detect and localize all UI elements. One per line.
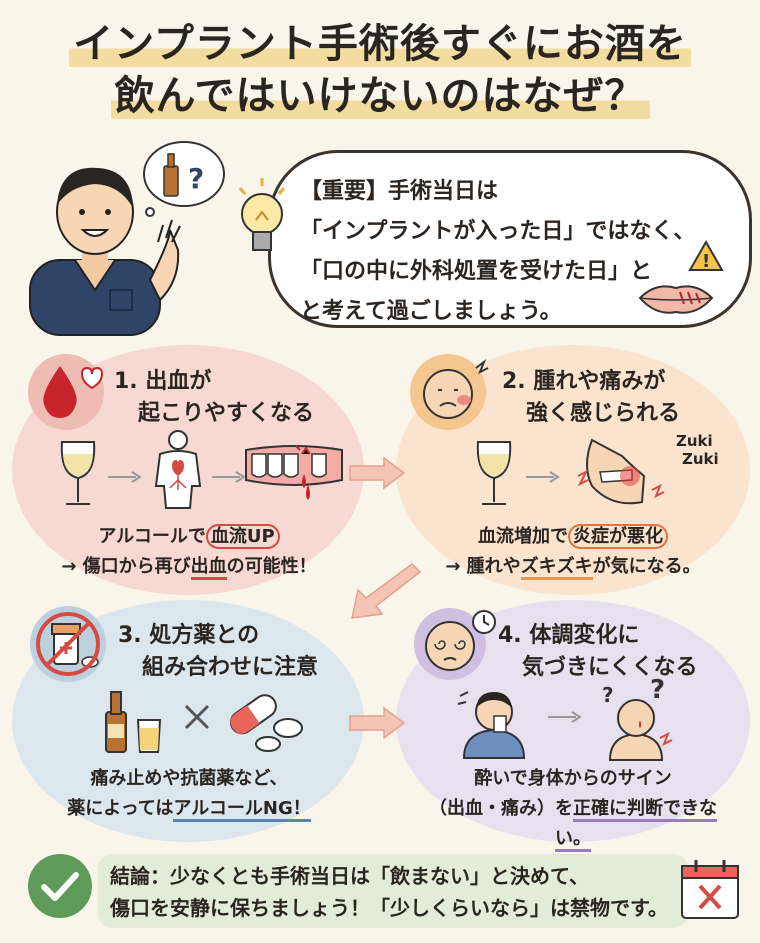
section-4-number: 4. [498, 623, 522, 648]
teeth-bleeding-icon [245, 445, 343, 500]
doctor-illustration [29, 167, 181, 336]
wine-glass-icon [476, 441, 512, 505]
callout-text: 【重要】手術当日は 「インプラントが入った日」ではなく、 「口の中に外科処置を受… [300, 172, 695, 332]
confused-person-icon: ? ? [602, 675, 673, 761]
check-circle-icon [28, 854, 92, 918]
section-1-title-line-1: 出血が [145, 369, 212, 394]
section-3-desc2-em: アルコールNG！ [173, 798, 311, 822]
section-1-desc-pre: アルコールで [98, 526, 206, 547]
cross-icon [184, 704, 210, 730]
conclusion-line-2: 傷口を安静に保ちましょう！「少しくらいなら」は禁物です。 [110, 896, 668, 920]
section-1-title: 1. 出血が 起こりやすくなる [114, 366, 314, 430]
section-2-desc-pre: 血流増加で [478, 526, 568, 547]
section-2-title: 2. 腫れや痛みが 強く感じられる [502, 366, 680, 430]
section-4-desc2-em: 正確に判断できない。 [555, 798, 717, 852]
section-2-number: 2. [502, 369, 526, 394]
no-medicine-icon [30, 606, 106, 682]
section-1-desc2-em: 出血 [190, 556, 227, 580]
calendar-x-icon [681, 860, 739, 919]
section-2-desc2-em: ズキズキ [520, 556, 593, 580]
arrow-right-icon [212, 471, 246, 483]
section-4-desc-line-1: 酔いで身体からのサイン [474, 768, 672, 789]
section-4-desc2-pre: （出血・痛み）を [429, 798, 573, 819]
arrow-right-icon [526, 471, 560, 483]
arrow-right-icon [108, 471, 142, 483]
section-3-number: 3. [118, 623, 142, 648]
lightbulb-icon [238, 178, 286, 251]
capsule-icon [229, 694, 303, 752]
section-3-title-line-2: 組み合わせに注意 [142, 655, 319, 680]
bottle-question-icon: ? [143, 141, 225, 217]
svg-text:!: ! [702, 251, 710, 272]
callout-line-4: と考えて過ごしましょう。 [300, 299, 562, 324]
conclusion-box [98, 854, 688, 928]
conclusion-text: 結論：少なくとも手術当日は「飲まない」と決めて、 傷口を安静に保ちましょう！「少… [110, 860, 668, 924]
section-1-desc2-pre: → 傷口から再び [61, 556, 191, 577]
section-1-desc-em: 血流UP [205, 524, 280, 549]
zuki-sfx-2: Zuki [682, 450, 719, 468]
dizzy-face-icon [414, 608, 496, 680]
blood-drop-heart-icon [28, 354, 104, 430]
conclusion-line-1: 結論：少なくとも手術当日は「飲まない」と決めて、 [110, 864, 589, 888]
section-1-desc2-post: の可能性！ [226, 556, 317, 577]
section-4-desc: 酔いで身体からのサイン （出血・痛み）を正確に判断できない。 [418, 764, 728, 854]
zuki-sfx: Zuki Zuki [676, 432, 719, 468]
flow-arrow-right-icon [349, 706, 406, 740]
section-4-title-line-1: 体調変化に [529, 623, 640, 648]
title-line-1: インプラント手術後すぐにお酒を [69, 21, 691, 67]
section-4-title-line-2: 気づきにくくなる [522, 655, 698, 680]
section-3-title-line-1: 処方薬との [149, 623, 260, 648]
section-1-desc: アルコールで血流UP → 傷口から再び出血の可能性！ [34, 522, 344, 582]
section-4-title: 4. 体調変化に 気づきにくくなる [498, 620, 698, 684]
flow-arrow-right-icon [349, 456, 406, 490]
svg-text:?: ? [650, 675, 665, 705]
section-3-desc: 痛み止めや抗菌薬など、 薬によってはアルコールNG！ [34, 764, 344, 824]
flow-arrow-diagonal-icon [351, 563, 422, 619]
zuki-sfx-1: Zuki [676, 432, 713, 450]
drinking-man-icon [457, 691, 526, 759]
svg-text:?: ? [602, 683, 614, 707]
wine-glass-icon [60, 441, 96, 505]
body-heart-icon [154, 430, 202, 509]
callout-line-1: 【重要】手術当日は [300, 179, 499, 204]
title-line-2: 飲んではいけないのはなぜ？ [110, 73, 650, 119]
page-title: インプラント手術後すぐにお酒を 飲んではいけないのはなぜ？ [0, 18, 760, 122]
section-2-desc2-pre: → 腫れや [445, 556, 521, 577]
svg-text:?: ? [188, 162, 204, 195]
section-2-desc2-post: が気になる。 [592, 556, 701, 577]
callout-line-2: 「インプラントが入った日」ではなく、 [300, 219, 696, 244]
sick-face-icon [410, 354, 489, 430]
warning-icon: ! [688, 239, 724, 272]
section-1-number: 1. [114, 369, 138, 394]
lips-stitches-icon [638, 285, 714, 314]
callout-line-3: 「口の中に外科処置を受けた日」と [300, 259, 653, 284]
section-3-desc-line-1: 痛み止めや抗菌薬など、 [90, 768, 288, 789]
section-2-desc: 血流増加で炎症が悪化 → 腫れやズキズキが気になる。 [418, 522, 728, 582]
arrow-right-icon [548, 711, 582, 723]
jaw-pain-icon [577, 438, 665, 505]
section-3-title: 3. 処方薬との 組み合わせに注意 [118, 620, 318, 684]
section-2-title-line-1: 腫れや痛みが [533, 369, 666, 394]
section-2-desc-em: 炎症が悪化 [568, 524, 668, 549]
section-1-title-line-2: 起こりやすくなる [138, 401, 315, 426]
section-3-desc2-pre: 薬によっては [67, 798, 174, 819]
section-2-title-line-2: 強く感じられる [526, 401, 681, 426]
beer-bottle-icon [105, 691, 162, 753]
